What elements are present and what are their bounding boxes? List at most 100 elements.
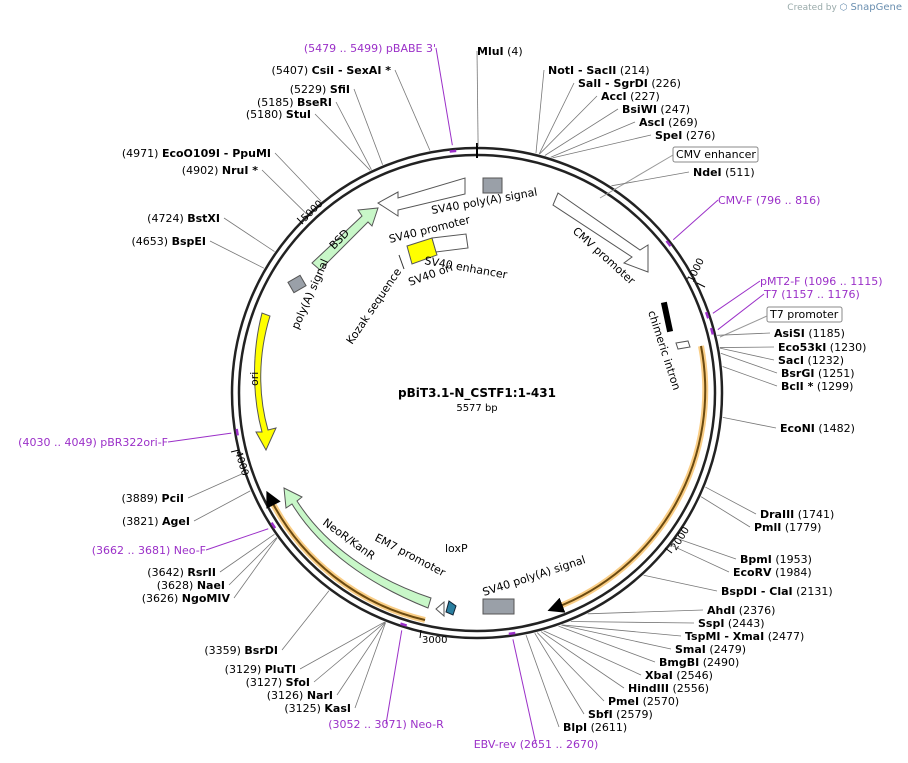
site-leader: [281, 590, 330, 651]
site-leader: [550, 121, 636, 158]
site-ecorv[interactable]: EcoRV (1984): [671, 544, 812, 579]
site-label: AhdI (2376): [707, 604, 775, 617]
site-ndei[interactable]: NdeI (511): [611, 166, 755, 187]
site-bsrdi[interactable]: (3359) BsrDI: [204, 590, 330, 657]
site-label: (4653) BspEI: [132, 235, 207, 248]
site-leader: [525, 634, 560, 728]
site-label: PmlI (1779): [754, 521, 821, 534]
site-label: BmgBI (2490): [659, 656, 739, 669]
site-smai[interactable]: SmaI (2479): [561, 624, 746, 656]
site-econi[interactable]: EcoNI (1482): [722, 416, 855, 435]
site-label: (4724) BstXI: [147, 212, 220, 225]
site-leader: [552, 134, 652, 159]
site-sspi[interactable]: SspI (2443): [570, 617, 765, 630]
site-stui[interactable]: (5180) StuI: [246, 108, 371, 171]
site-leader: [544, 108, 619, 156]
bsd-arrow: [311, 207, 379, 271]
site-saci[interactable]: SacI (1232): [719, 347, 844, 367]
site-label: (3628) NaeI: [157, 579, 225, 592]
site-bseri[interactable]: (5185) BseRI: [257, 96, 372, 170]
primer-neof[interactable]: (3662 .. 3681) Neo-F: [92, 522, 277, 557]
primer-neor[interactable]: (3052 .. 3071) Neo-R: [328, 622, 444, 731]
site-mlui[interactable]: MluI (4): [476, 45, 523, 147]
primer-ebvrev[interactable]: EBV-rev (2651 .. 2670): [474, 631, 599, 751]
site-pmei[interactable]: PmeI (2570): [536, 632, 679, 708]
site-label: SpeI (276): [655, 129, 715, 142]
site-bstxi[interactable]: (4724) BstXI: [147, 212, 275, 252]
site-ngomiv[interactable]: (3626) NgoMIV: [142, 537, 278, 605]
site-label: (4902) NruI *: [182, 164, 258, 177]
site-noti[interactable]: NotI - SacII (214): [535, 64, 650, 154]
primer-leader: [385, 630, 403, 725]
site-nari[interactable]: (3126) NarI: [267, 622, 386, 702]
plasmid-length: 5577 bp: [456, 403, 497, 414]
site-label: (3129) PluTI: [225, 663, 296, 676]
site-bmgbi[interactable]: BmgBI (2490): [558, 625, 740, 669]
primer-t7[interactable]: T7 (1157 .. 1176): [709, 288, 860, 335]
site-bsrgi[interactable]: BsrGI (1251): [720, 352, 855, 380]
site-nrui[interactable]: (4902) NruI *: [182, 164, 308, 215]
chimeric-intron-bar: [660, 301, 674, 333]
site-sfii[interactable]: (5229) SfiI: [290, 83, 383, 165]
site-sali[interactable]: SalI - SgrDI (226): [538, 77, 681, 155]
site-csii[interactable]: (5407) CsiI - SexAI *: [272, 64, 431, 151]
site-agei[interactable]: (3821) AgeI: [122, 490, 251, 528]
insert-arc: [547, 345, 707, 613]
site-asisi[interactable]: AsiSI (1185): [717, 327, 845, 340]
snapgene-logo-icon: ⬡: [839, 3, 848, 13]
site-hindiii[interactable]: HindIII (2556): [540, 631, 709, 695]
site-rsrii[interactable]: (3642) RsrII: [147, 534, 275, 579]
site-ecoo109i[interactable]: (4971) EcoO109I - PpuMI: [122, 147, 322, 202]
site-acci[interactable]: AccI (227): [539, 90, 660, 155]
site-spei[interactable]: SpeI (276): [552, 129, 716, 159]
site-leader: [671, 544, 730, 573]
site-sfoi[interactable]: (3127) SfoI: [246, 621, 386, 689]
primer-mark: [270, 522, 277, 529]
site-pcii[interactable]: (3889) PciI: [121, 472, 244, 505]
site-draiii[interactable]: DraIII (1741): [705, 486, 834, 521]
site-leader: [558, 625, 656, 663]
site-eco53ki[interactable]: Eco53kI (1230): [719, 341, 867, 354]
site-tspmi[interactable]: TspMI - XmaI (2477): [561, 624, 804, 643]
site-leader: [354, 622, 386, 709]
site-leader: [720, 352, 778, 374]
primer-pbr322orif[interactable]: (4030 .. 4049) pBR322ori-F: [18, 428, 239, 449]
site-label: (5229) SfiI: [290, 83, 350, 96]
primer-leader: [672, 199, 719, 241]
site-label: MluI (4): [477, 45, 523, 58]
primer-label: (5479 .. 5499) pBABE 3': [304, 42, 436, 55]
site-kasi[interactable]: (3125) KasI: [284, 622, 386, 715]
site-label: (3125) KasI: [284, 702, 351, 715]
site-label: AccI (227): [601, 90, 660, 103]
site-bspei[interactable]: (4653) BspEI: [132, 235, 265, 269]
site-bcli[interactable]: BclI * (1299): [722, 366, 854, 393]
site-label: HindIII (2556): [628, 682, 709, 695]
site-pluti[interactable]: (3129) PluTI: [225, 621, 385, 676]
site-leader: [187, 472, 244, 499]
tick-3000: 3000: [422, 635, 447, 646]
site-xbai[interactable]: XbaI (2546): [543, 630, 713, 682]
site-bsiwi[interactable]: BsiWI (247): [544, 103, 690, 156]
neor-kanr-arrow: [283, 487, 432, 609]
primer-mark: [508, 631, 516, 636]
primer-pbabe3[interactable]: (5479 .. 5499) pBABE 3': [304, 42, 457, 153]
site-label: TspMI - XmaI (2477): [685, 630, 804, 643]
site-ahdi[interactable]: AhdI (2376): [587, 604, 776, 617]
site-bspdi[interactable]: BspDI - ClaI (2131): [643, 574, 833, 598]
primer-pmt2f[interactable]: pMT2-F (1096 .. 1115): [704, 275, 883, 319]
site-blpi[interactable]: BlpI (2611): [525, 634, 627, 734]
site-leader: [561, 624, 682, 637]
primer-cmvf[interactable]: CMV-F (796 .. 816): [665, 194, 821, 247]
site-label: BlpI (2611): [563, 721, 627, 734]
site-bpmi[interactable]: BpmI (1953): [676, 538, 812, 566]
site-label: (3127) SfoI: [246, 676, 310, 689]
site-sbfi[interactable]: SbfI (2579): [534, 632, 653, 721]
site-leader: [394, 69, 431, 151]
polya-box-left: [287, 274, 307, 294]
site-asci[interactable]: AscI (269): [550, 116, 698, 158]
site-naei[interactable]: (3628) NaeI: [157, 537, 277, 592]
primer-mark: [704, 311, 710, 319]
restriction-sites: MluI (4) NotI - SacII (214)SalI - SgrDI (…: [121, 45, 866, 734]
site-pmli[interactable]: PmlI (1779): [700, 496, 821, 534]
sv40-ori-box: [406, 237, 438, 265]
